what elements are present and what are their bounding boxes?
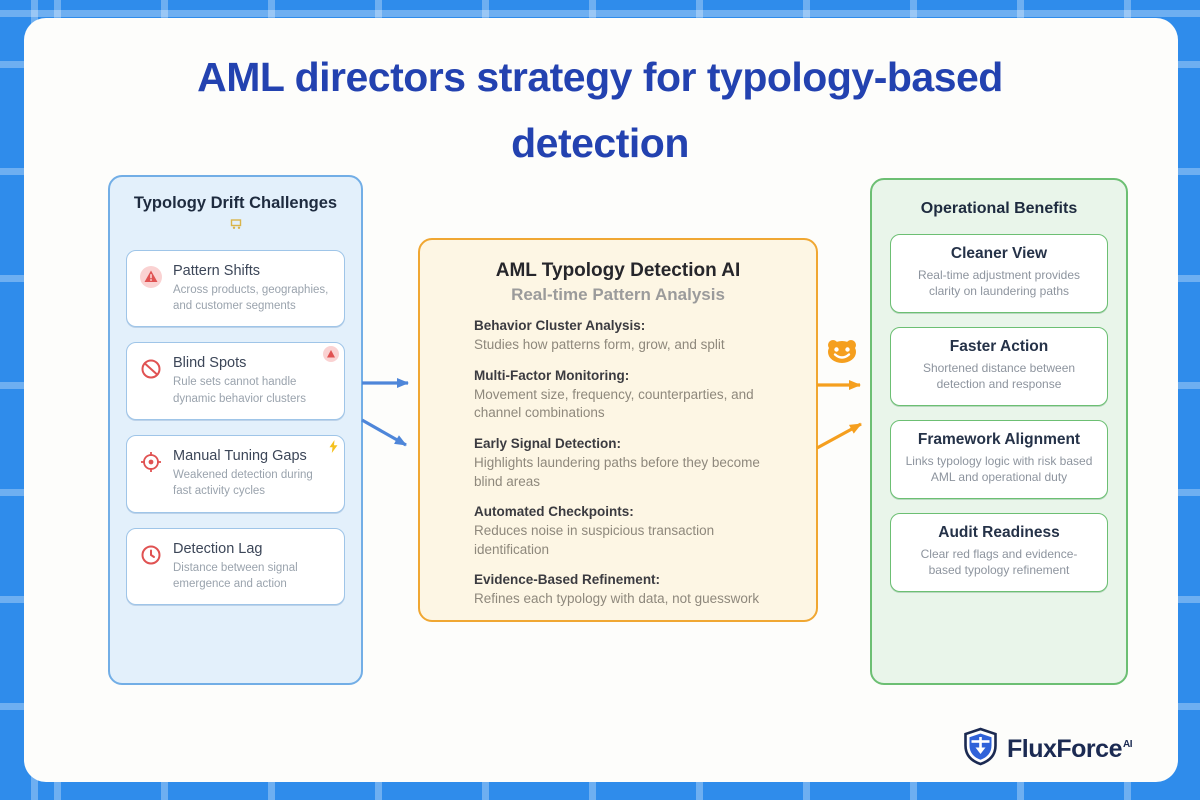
feature-label: Behavior Cluster Analysis: [474, 318, 646, 333]
benefit-title: Faster Action [949, 337, 1049, 355]
benefit-title: Framework Alignment [917, 430, 1081, 448]
ai-panel-title: AML Typology Detection AI [495, 260, 741, 281]
challenge-desc: Weakened detection during fast activity … [173, 469, 313, 498]
no-entry-icon [139, 355, 163, 386]
warning-badge [323, 346, 339, 363]
challenge-card-pattern-shifts: Pattern Shifts Across products, geograph… [126, 249, 345, 328]
benefit-desc: Links typology logic with risk based AML… [905, 453, 1093, 485]
crosshair-icon [139, 448, 163, 479]
challenge-desc: Distance between signal emergence and ac… [173, 561, 298, 591]
challenge-title: Detection Lag [173, 540, 263, 557]
brand-suffix: AI [1122, 739, 1133, 751]
benefit-title: Audit Readiness [938, 523, 1060, 541]
feature-label: Early Signal Detection: [474, 435, 622, 451]
benefit-desc: Real-time adjustment provides clarity on… [917, 267, 1081, 299]
challenge-title: Manual Tuning Gaps [173, 448, 307, 465]
blue-arrows [361, 378, 409, 447]
brand-name: FluxForceAI [1007, 734, 1133, 763]
feature-text: Movement size, frequency, counterparties… [474, 386, 754, 421]
feature-evidence-refinement: Evidence-Based Refinement: Refines each … [474, 572, 792, 609]
feature-label: Evidence-Based Refinement: [474, 572, 661, 588]
feature-text: Refines each typology with data, not gue… [474, 591, 760, 607]
feature-text: Reduces noise in suspicious transaction … [474, 523, 715, 557]
challenge-desc: Across products, geographies, and custom… [173, 283, 329, 313]
feature-behavior-cluster: Behavior Cluster Analysis: Studies how p… [474, 318, 792, 355]
benefit-card-framework-alignment: Framework Alignment Links typology logic… [890, 419, 1108, 499]
orange-arrows [816, 380, 862, 450]
benefit-card-audit-readiness: Audit Readiness Clear red flags and evid… [890, 512, 1108, 592]
brand-logo: FluxForceAI [962, 727, 1132, 771]
feature-label: Automated Checkpoints: [474, 504, 634, 520]
challenge-title: Pattern Shifts [173, 262, 261, 279]
cart-icon [229, 217, 243, 234]
decor-row [126, 217, 345, 235]
benefit-title: Cleaner View [950, 244, 1048, 262]
page-title: AML directors strategy for typology-base… [197, 54, 1003, 167]
feature-text: Highlights laundering paths before they … [474, 454, 760, 489]
feature-text: Studies how patterns form, grow, and spl… [474, 337, 725, 352]
challenge-card-blind-spots: Blind Spots Rule sets cannot handle dyna… [126, 342, 345, 421]
shield-icon [962, 727, 999, 771]
smiley-face-icon [828, 340, 856, 363]
challenges-header: Typology Drift Challenges [133, 194, 338, 212]
feature-multi-factor: Multi-Factor Monitoring: Movement size, … [474, 368, 792, 423]
warning-triangle-icon [139, 263, 163, 294]
ai-panel: AML Typology Detection AI Real-time Patt… [418, 238, 818, 622]
benefits-panel: Operational Benefits Cleaner View Real-t… [870, 178, 1128, 685]
benefit-card-faster-action: Faster Action Shortened distance between… [890, 326, 1108, 406]
benefit-card-cleaner-view: Cleaner View Real-time adjustment provid… [890, 233, 1108, 313]
ai-panel-subtitle: Real-time Pattern Analysis [511, 285, 725, 304]
benefits-header: Operational Benefits [920, 200, 1078, 217]
clock-icon [139, 541, 163, 572]
challenge-card-manual-tuning: Manual Tuning Gaps Weakened detection du… [126, 435, 345, 513]
benefit-desc: Clear red flags and evidence-based typol… [920, 546, 1078, 578]
lightning-icon [329, 440, 338, 458]
benefit-desc: Shortened distance between detection and… [922, 360, 1076, 392]
challenge-desc: Rule sets cannot handle dynamic behavior… [173, 376, 306, 405]
feature-automated-checkpoints: Automated Checkpoints: Reduces noise in … [474, 504, 792, 559]
feature-label: Multi-Factor Monitoring: [474, 367, 630, 383]
challenges-panel: Typology Drift Challenges Pa [108, 175, 363, 685]
challenge-card-detection-lag: Detection Lag Distance between signal em… [126, 527, 345, 606]
challenge-title: Blind Spots [173, 355, 247, 372]
feature-early-signal: Early Signal Detection: Highlights laund… [474, 436, 792, 491]
